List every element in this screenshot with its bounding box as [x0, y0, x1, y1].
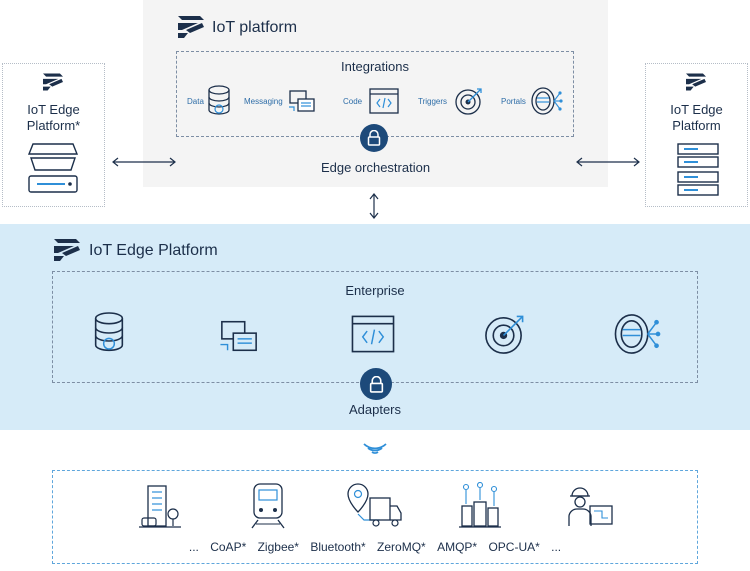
code-window-icon — [369, 88, 399, 114]
left-bidirectional-arrow-icon — [112, 157, 176, 167]
iot-edge-platform-title: IoT Edge Platform — [89, 242, 218, 259]
protocol-list: ... CoAP* Zigbee* Bluetooth* ZeroMQ* AMQ… — [52, 540, 698, 554]
integration-label-data: Data — [187, 97, 204, 106]
protocol-item: ... — [188, 540, 199, 554]
iot-platform-title: IoT platform — [212, 19, 298, 36]
protocol-item: CoAP* — [210, 540, 247, 554]
brand-logo-icon — [684, 72, 708, 92]
adapters-label: Adapters — [348, 402, 402, 417]
edge-orchestration-label: Edge orchestration — [320, 160, 431, 175]
protocol-item: ZeroMQ* — [377, 540, 426, 554]
left-edge-title-line2: Platform* — [26, 118, 81, 133]
smart-city-icon — [458, 482, 502, 530]
engineer-blueprint-icon — [566, 484, 614, 530]
protocol-item: AMQP* — [437, 540, 478, 554]
portal-icon — [529, 86, 563, 116]
integrations-title: Integrations — [341, 59, 409, 74]
right-bidirectional-arrow-icon — [576, 157, 640, 167]
target-trigger-icon — [454, 86, 484, 116]
vertical-bidirectional-arrow-icon — [369, 193, 379, 219]
integration-label-triggers: Triggers — [418, 97, 448, 106]
lock-icon — [360, 124, 388, 152]
protocol-item: Zigbee* — [257, 540, 299, 554]
enterprise-title: Enterprise — [345, 283, 405, 298]
enterprise-box: Enterprise — [52, 271, 698, 383]
database-icon — [93, 310, 125, 356]
protocol-item: Bluetooth* — [310, 540, 366, 554]
database-icon — [207, 85, 231, 117]
integration-label-portals: Portals — [501, 97, 526, 106]
wireless-signal-icon — [362, 440, 388, 460]
lock-icon — [360, 368, 392, 400]
protocol-item: ... — [551, 540, 562, 554]
integration-label-code: Code — [343, 97, 363, 106]
brand-logo-icon — [176, 14, 206, 40]
edge-device-stack-icon — [25, 142, 81, 198]
protocol-item: OPC-UA* — [488, 540, 540, 554]
left-edge-platform-box: IoT Edge Platform* — [2, 63, 105, 207]
devices-box — [52, 470, 698, 564]
target-trigger-icon — [483, 312, 527, 356]
brand-logo-icon — [41, 72, 65, 92]
right-edge-platform-box: IoT Edge Platform — [645, 63, 748, 207]
portal-icon — [611, 312, 661, 356]
messaging-icon — [288, 87, 316, 115]
building-icon — [138, 484, 182, 530]
code-window-icon — [351, 314, 395, 354]
messaging-icon — [217, 316, 261, 356]
brand-logo-icon — [52, 237, 82, 263]
train-icon — [248, 482, 288, 530]
left-edge-title-line1: IoT Edge — [27, 102, 80, 117]
right-edge-title-line2: Platform — [672, 118, 721, 133]
integration-label-messaging: Messaging — [244, 97, 283, 106]
right-edge-title-line1: IoT Edge — [670, 102, 723, 117]
server-rack-icon — [676, 142, 720, 198]
delivery-truck-location-icon — [344, 482, 404, 530]
